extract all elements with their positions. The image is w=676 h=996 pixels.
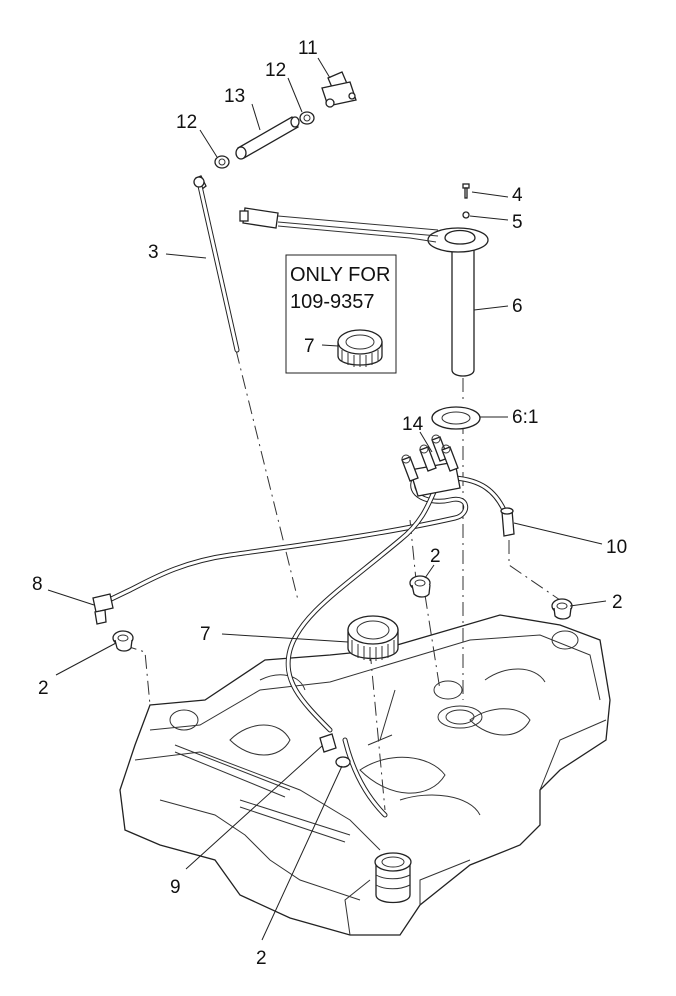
part-7-fuel-cap [347, 615, 399, 661]
fuel-tank [119, 614, 611, 936]
callout-8: 8 [32, 574, 43, 595]
part-9-clip [319, 733, 337, 753]
part-2-grommet-lower [335, 756, 351, 768]
part-3-pickup-tube [193, 175, 240, 353]
part-4-screw [462, 183, 470, 199]
callout-3: 3 [148, 242, 159, 263]
part-13-hose [235, 116, 300, 160]
callout-6: 6 [512, 296, 523, 317]
callout-5: 5 [512, 212, 523, 233]
callout-10: 10 [606, 537, 627, 558]
part-2-grommet-left [112, 630, 134, 652]
callout-7-cap: 7 [200, 624, 211, 645]
callout-11: 11 [298, 38, 318, 59]
callout-12-left: 12 [176, 112, 197, 133]
callout-labels: 11 12 13 12 4 5 3 6 7 6:1 14 10 2 8 2 7 … [32, 38, 627, 969]
part-8-fitting [92, 593, 114, 625]
part-2-grommet-center [409, 575, 431, 598]
part-7-cap-inset [337, 329, 383, 367]
part-2-grommet-right [551, 598, 573, 620]
part-12-clamp-bottom [214, 155, 230, 169]
inset-line-2: 109-9357 [290, 291, 375, 313]
filler-neck [374, 852, 412, 904]
callout-2-bottom: 2 [256, 948, 267, 969]
callout-12-top: 12 [265, 60, 286, 81]
inset-box: ONLY FOR 109-9357 [285, 254, 397, 374]
callout-7-inset: 7 [304, 336, 315, 357]
callout-13: 13 [224, 86, 245, 107]
callout-2-left: 2 [38, 678, 49, 699]
callout-2-center: 2 [430, 546, 441, 567]
part-6-fuel-sender [239, 207, 489, 377]
callout-14: 14 [402, 414, 424, 435]
part-14-fittings [401, 434, 461, 497]
callout-6-1: 6:1 [512, 407, 538, 428]
callout-4: 4 [512, 185, 523, 206]
callout-9: 9 [170, 877, 181, 898]
part-11-valve [321, 71, 357, 108]
callout-2-right: 2 [612, 592, 623, 613]
fuel-lines [102, 475, 508, 818]
part-12-clamp-top [299, 111, 315, 125]
part-10-connector [500, 507, 515, 537]
part-6-1-gasket [431, 406, 481, 430]
inset-line-1: ONLY FOR [290, 264, 390, 286]
part-5-washer [462, 211, 470, 219]
leader-lines [47, 57, 607, 941]
